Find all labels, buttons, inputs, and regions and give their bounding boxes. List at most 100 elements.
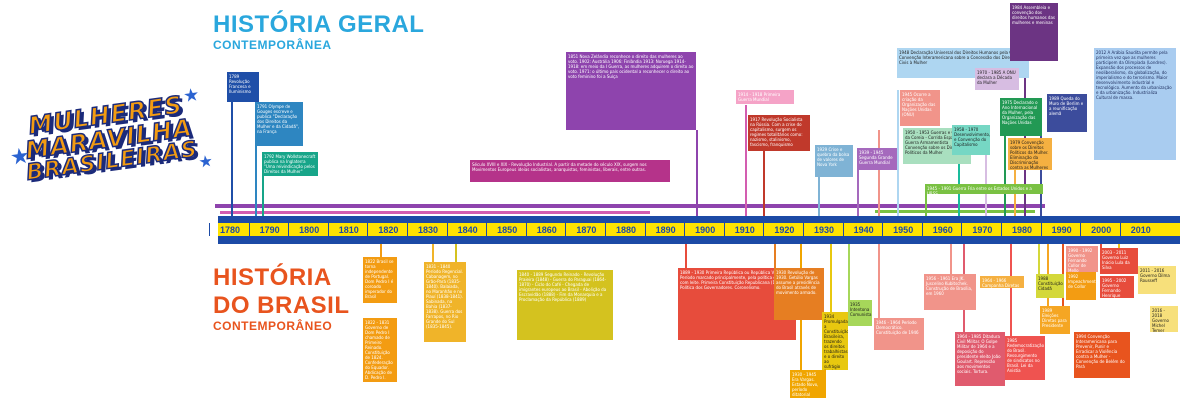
world-event-1989: 1989 Queda do Muro de Berlim e a reunifi… xyxy=(1047,94,1087,132)
world-event-1958-1970: 1958 - 1970 Desenvolvimento, e Convenção… xyxy=(952,125,990,155)
connector-band-purple xyxy=(215,204,1045,208)
stem xyxy=(455,244,457,270)
brazil-history-title-line2: DO BRASIL xyxy=(213,292,350,319)
world-event-1975: 1975 Declarado o Ano Internacional da Mu… xyxy=(1000,98,1042,136)
stem xyxy=(878,244,880,320)
brazil-event-belem-do-para: 1994 Convenção Interamericana para Preve… xyxy=(1074,332,1130,378)
brazil-event-dilma: 2011 - 2016 Governo Dilma Rousseff xyxy=(1138,266,1176,294)
year-tick xyxy=(921,223,923,236)
world-history-title: HISTÓRIA GERAL xyxy=(213,11,425,38)
stem xyxy=(897,90,899,216)
connector-band-green xyxy=(875,210,1035,213)
stem xyxy=(262,175,264,216)
brazil-event-diretas-ja: 1964 - 1966 Campanha Diretas Já xyxy=(980,276,1024,288)
brazil-event-first-reign: 1822 - 1831 Governo de Dom Pedro I chama… xyxy=(363,318,397,382)
stem xyxy=(925,190,927,216)
brazil-history-header: HISTÓRIA DO BRASIL CONTEMPORÂNEO xyxy=(213,264,350,333)
world-event-1791: 1791 Olympe de Gouges escreve e publica … xyxy=(255,102,303,146)
brazil-event-1988: 1988 Constituição Cidadã xyxy=(1036,274,1064,298)
brazil-history-title-line1: HISTÓRIA xyxy=(213,264,332,291)
year-tick xyxy=(288,223,290,236)
year-tick xyxy=(1040,223,1042,236)
year-tick xyxy=(605,223,606,236)
year-tick xyxy=(882,223,884,236)
connector-band-pink xyxy=(220,211,650,214)
year-label: 1870 xyxy=(576,225,597,235)
stem xyxy=(848,244,850,302)
brazil-event-1822: 1822 Brasil se torna independente de Por… xyxy=(363,257,397,303)
world-event-cold-war: 1945 - 1991 Guerra Fria entre os Estados… xyxy=(925,184,1043,194)
stem xyxy=(763,150,765,216)
year-tick xyxy=(763,223,765,236)
world-event-1851-voting: 1851 Nova Zelândia reconhece o direito d… xyxy=(566,52,696,130)
brazil-history-subtitle: CONTEMPORÂNEO xyxy=(213,319,333,333)
year-label: 1890 xyxy=(655,225,676,235)
year-tick xyxy=(842,223,844,236)
year-label: 1800 xyxy=(299,225,320,235)
year-tick xyxy=(565,223,567,236)
world-event-1970-1985: 1970 - 1985 A ONU declara a Década da Mu… xyxy=(975,68,1019,90)
star-icon: ★ xyxy=(181,84,201,107)
year-tick xyxy=(723,223,725,236)
year-label: 1900 xyxy=(695,225,716,235)
brazil-event-lula: 2003 - 2011 Governo Luiz Inácio Lula da … xyxy=(1100,248,1138,274)
brazil-event-1989: 1989 Eleições Diretas para Presidente xyxy=(1040,306,1070,334)
brazil-event-fhc: 1995 - 2002 Governo Fernando Henrique Ca… xyxy=(1100,276,1134,298)
year-label: 2000 xyxy=(1091,225,1112,235)
world-event-1792: 1792 Mary Wollstonecraft publica na Ingl… xyxy=(262,152,318,176)
stem xyxy=(950,244,952,274)
brazil-event-1985: 1985 Redemocratização do Brasil. Ressurg… xyxy=(1005,336,1045,380)
star-icon: ★ xyxy=(197,152,215,172)
world-event-1929: 1929 Crise e quebra da bolsa de valores … xyxy=(815,145,853,177)
star-icon: ★ xyxy=(8,142,32,170)
brazil-event-1934: 1934 Promulgada a Constituição Brasileir… xyxy=(822,312,848,370)
stem xyxy=(231,100,233,216)
stem xyxy=(432,244,434,262)
year-tick xyxy=(644,223,646,236)
year-tick xyxy=(248,223,250,236)
year-label: 1910 xyxy=(734,225,755,235)
world-event-1789: 1789 Revolução Francesa e Iluminismo xyxy=(227,72,259,102)
year-label: 1840 xyxy=(457,225,478,235)
stem xyxy=(1040,130,1042,216)
year-label: 1810 xyxy=(338,225,359,235)
world-event-2012: 2012 A Arábia Saudita permite pela prime… xyxy=(1094,48,1176,160)
world-event-1979: 1979 Convenção sobre os Direitos Polític… xyxy=(1008,138,1052,170)
world-event-1984: 1984 Assembleia e convenção dos direitos… xyxy=(1010,3,1058,61)
stem xyxy=(774,244,776,268)
year-tick xyxy=(209,223,210,236)
world-event-industrial-revolution: Século XVIII e XIX - Revolução Industria… xyxy=(470,160,670,182)
year-tick xyxy=(1001,223,1002,236)
brazil-event-vargas-era: 1930 - 1945 Era Vargas. Estado Novo, per… xyxy=(790,370,826,398)
year-tick xyxy=(327,223,329,236)
brazil-event-jk-era: 1956 - 1961 Era JK. Juscelino Kubitschek… xyxy=(924,274,976,310)
year-label: 1920 xyxy=(774,225,795,235)
year-label: 1790 xyxy=(259,225,280,235)
stem xyxy=(985,125,987,216)
logo: ★ ★ ★ MULHERES MARAVILHA BRASILEIRAS xyxy=(1,81,219,218)
brazil-event-temer: 2016 - 2018 Governo Michel Temer xyxy=(1150,306,1178,332)
year-label: 1980 xyxy=(1011,225,1033,235)
year-label: 1970 xyxy=(972,225,993,235)
world-history-subtitle: CONTEMPORÂNEA xyxy=(213,38,332,52)
year-tick xyxy=(446,223,448,236)
stem xyxy=(830,244,832,312)
year-label: 1820 xyxy=(378,225,399,235)
world-event-ww2: 1939 - 1945 Segunda Grande Guerra Mundia… xyxy=(857,148,897,170)
year-tick xyxy=(961,223,963,236)
year-tick xyxy=(525,223,527,236)
brazil-event-second-reign: 1840 - 1889 Segundo Reinado - Revolução … xyxy=(517,270,613,340)
year-label: 2010 xyxy=(1130,225,1151,235)
stem xyxy=(1004,125,1006,216)
world-event-1945-onu: 1945 Ocorre a criação da Organização das… xyxy=(900,90,940,126)
stem xyxy=(696,130,698,216)
year-tick xyxy=(486,223,488,236)
year-label: 1990 xyxy=(1051,225,1072,235)
brazil-event-collor: 1990 - 1992 Governo Fernando Collor de M… xyxy=(1066,246,1098,272)
year-tick xyxy=(407,223,408,236)
stem xyxy=(818,175,820,216)
brazil-event-1992: 1992 Impeachment de Collor xyxy=(1066,272,1096,300)
stem xyxy=(857,170,859,216)
